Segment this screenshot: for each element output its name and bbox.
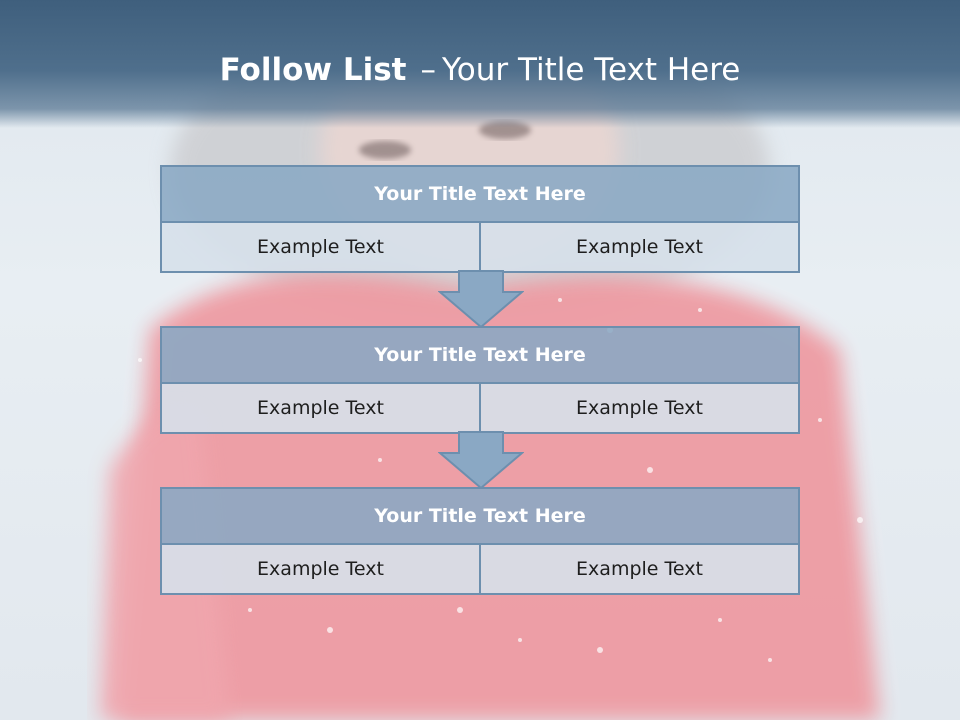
slide-title-separator: –	[420, 52, 436, 88]
slide-title-strong: Follow List	[219, 52, 407, 88]
slide-title-rest: Your Title Text Here	[441, 52, 741, 88]
block-row: Example Text Example Text	[160, 384, 800, 434]
block-title[interactable]: Your Title Text Here	[160, 326, 800, 384]
down-arrow-icon	[438, 270, 524, 328]
block-row: Example Text Example Text	[160, 545, 800, 595]
list-block-3: Your Title Text Here Example Text Exampl…	[160, 487, 800, 595]
block-cell-right[interactable]: Example Text	[481, 223, 800, 273]
block-cell-right[interactable]: Example Text	[481, 384, 800, 434]
list-block-2: Your Title Text Here Example Text Exampl…	[160, 326, 800, 434]
block-title[interactable]: Your Title Text Here	[160, 165, 800, 223]
block-row: Example Text Example Text	[160, 223, 800, 273]
block-title[interactable]: Your Title Text Here	[160, 487, 800, 545]
title-band	[0, 0, 960, 128]
block-cell-left[interactable]: Example Text	[160, 545, 481, 595]
block-cell-left[interactable]: Example Text	[160, 384, 481, 434]
block-cell-left[interactable]: Example Text	[160, 223, 481, 273]
slide-title: Follow List–Your Title Text Here	[0, 52, 960, 88]
list-block-1: Your Title Text Here Example Text Exampl…	[160, 165, 800, 273]
block-cell-right[interactable]: Example Text	[481, 545, 800, 595]
down-arrow-icon	[438, 431, 524, 489]
